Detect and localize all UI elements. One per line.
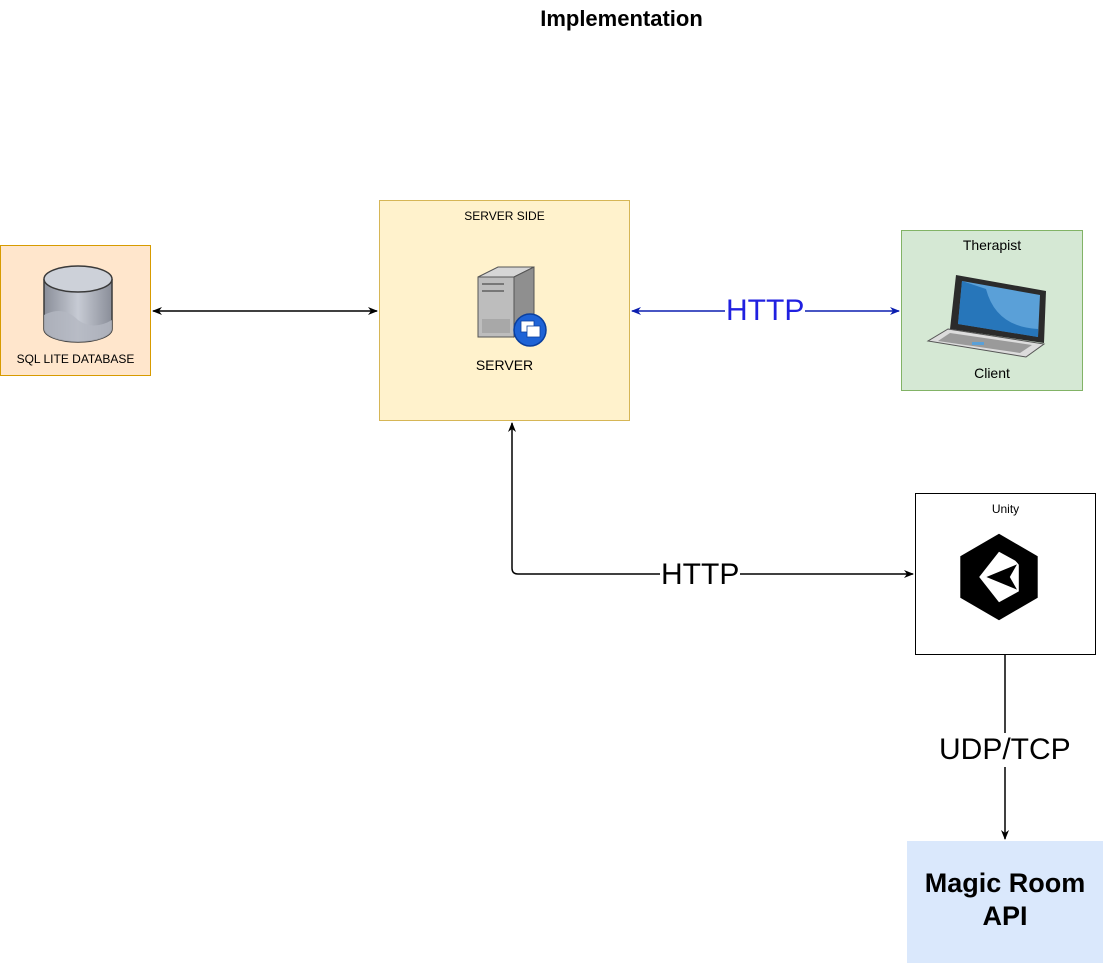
edge-label-http-unity: HTTP (660, 558, 741, 592)
diagram-title: Implementation (540, 6, 703, 31)
magic-room-api-node[interactable]: Magic Room API (907, 841, 1103, 963)
therapist-container[interactable]: Therapist Client (901, 230, 1083, 391)
database-icon (43, 265, 113, 343)
magic-room-label-line: Magic Room (924, 868, 1086, 898)
edge-server-unity[interactable] (508, 422, 914, 578)
unity-label: Unity (991, 502, 1020, 516)
unity-container[interactable]: Unity (915, 493, 1096, 655)
database-node[interactable]: SQL LITE DATABASE (0, 245, 151, 376)
laptop-icon (926, 275, 1046, 358)
edge-label-udp-tcp: UDP/TCP (938, 733, 1072, 767)
therapist-label: Therapist (962, 237, 1022, 253)
unity-logo-icon (960, 533, 1038, 621)
server-label: SERVER (475, 357, 534, 373)
server-icon (477, 266, 547, 347)
server-side-container[interactable]: SERVER SIDE SERVER (379, 200, 630, 421)
database-label: SQL LITE DATABASE (16, 352, 135, 366)
magic-room-api-label: Magic Room API (907, 867, 1103, 933)
client-label: Client (974, 365, 1010, 381)
api-label-line: API (982, 901, 1028, 931)
server-side-label: SERVER SIDE (464, 209, 545, 223)
edge-label-http-client: HTTP (725, 294, 806, 328)
